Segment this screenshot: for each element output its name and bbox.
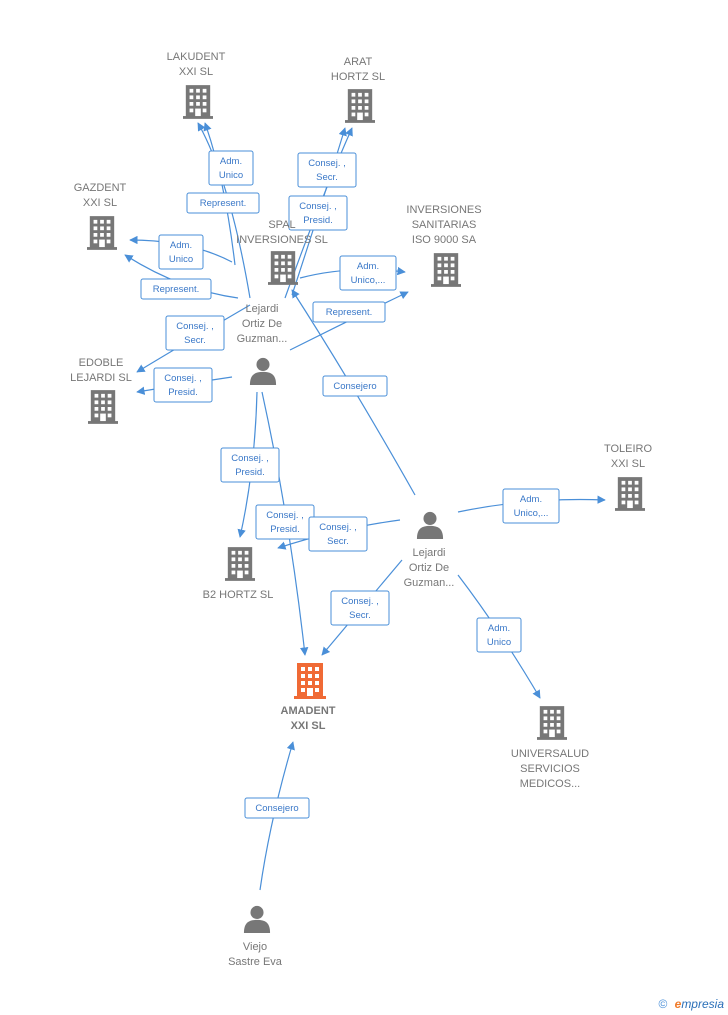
svg-text:Consej. ,Secr.: Consej. ,Secr. <box>319 522 357 547</box>
svg-text:Consej. ,Presid.: Consej. ,Presid. <box>164 373 202 398</box>
building-icon <box>537 706 567 740</box>
building-icon <box>183 85 213 119</box>
svg-text:Consej. ,Secr.: Consej. ,Secr. <box>341 596 379 621</box>
building-icon <box>225 547 255 581</box>
svg-text:Consej. ,Presid.: Consej. ,Presid. <box>231 453 269 478</box>
building-icon <box>88 390 118 424</box>
svg-text:Represent.: Represent. <box>153 284 199 295</box>
edge-label: Represent. <box>312 301 386 323</box>
footer-brand: © empresia <box>658 997 724 1011</box>
edge-label: Adm.Unico,... <box>502 488 560 524</box>
svg-text:Consej. ,Secr.: Consej. ,Secr. <box>176 321 214 346</box>
edge-label: Adm.Unico,... <box>339 255 397 291</box>
building-icon <box>87 216 117 250</box>
person-icon <box>243 905 271 933</box>
edge-label: Represent. <box>140 278 212 300</box>
svg-text:Adm.Unico: Adm.Unico <box>219 156 243 181</box>
svg-text:B2 HORTZ SL: B2 HORTZ SL <box>203 589 274 601</box>
building-icon <box>431 253 461 287</box>
svg-text:Consejero: Consejero <box>255 803 298 814</box>
edge-label: Adm.Unico <box>208 150 254 186</box>
edge-label: Adm.Unico <box>158 234 204 270</box>
edge-label: Consej. ,Secr. <box>165 315 225 351</box>
brand-logo[interactable]: empresia <box>674 997 724 1011</box>
copyright-symbol: © <box>658 997 668 1011</box>
person-icon <box>249 357 277 385</box>
svg-text:Consejero: Consejero <box>333 381 376 392</box>
edge-label: Consej. ,Presid. <box>153 367 213 403</box>
building-icon <box>615 477 645 511</box>
svg-text:Consej. ,Presid.: Consej. ,Presid. <box>266 510 304 535</box>
company-node[interactable]: B2 HORTZ SL <box>203 547 274 601</box>
svg-text:Adm.Unico,...: Adm.Unico,... <box>351 261 386 286</box>
edge-label: Consej. ,Secr. <box>330 590 390 626</box>
svg-text:Adm.Unico,...: Adm.Unico,... <box>514 494 549 519</box>
edge-label: Consej. ,Presid. <box>288 195 348 231</box>
edge-label: Consejero <box>322 375 388 397</box>
svg-text:Adm.Unico: Adm.Unico <box>169 240 193 265</box>
edge-label: Consej. ,Secr. <box>308 516 368 552</box>
edge-label: Consej. ,Presid. <box>220 447 280 483</box>
svg-text:Represent.: Represent. <box>326 307 372 318</box>
svg-text:Represent.: Represent. <box>200 198 246 209</box>
edge-label: Consej. ,Presid. <box>255 504 315 540</box>
svg-text:Adm.Unico: Adm.Unico <box>487 623 511 648</box>
svg-text:Consej. ,Secr.: Consej. ,Secr. <box>308 158 346 183</box>
building-icon <box>268 251 298 285</box>
edge-labels-layer: Adm.Unico Represent. Consej. ,Secr. Cons… <box>140 150 560 819</box>
svg-text:Consej. ,Presid.: Consej. ,Presid. <box>299 201 337 226</box>
person-icon <box>416 511 444 539</box>
building-icon <box>294 663 326 699</box>
edge-label: Consej. ,Secr. <box>297 152 357 188</box>
edge-label: Represent. <box>186 192 260 214</box>
building-icon <box>345 89 375 123</box>
edge-label: Consejero <box>244 797 310 819</box>
edge-label: Adm.Unico <box>476 617 522 653</box>
edge-line <box>203 122 236 266</box>
